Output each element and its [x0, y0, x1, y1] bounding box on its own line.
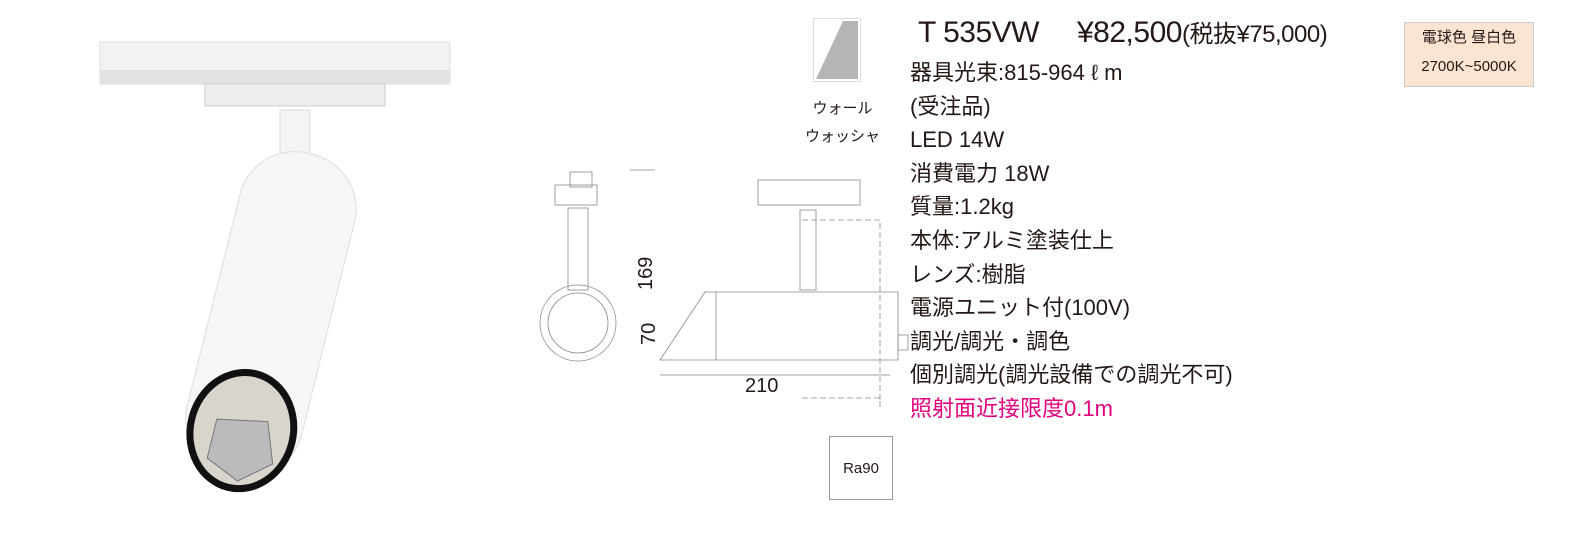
spec-item: 本体:アルミ塗装仕上 — [910, 227, 1114, 253]
spec-item: LED 14W — [910, 127, 1005, 153]
color-temperature-badge: 電球色 昼白色 2700K~5000K — [1404, 22, 1534, 87]
spec-item: (受注品) — [910, 93, 991, 119]
spec-item: 電源ユニット付(100V) — [910, 295, 1131, 321]
product-photo — [99, 41, 451, 493]
badge-line2: 2700K~5000K — [1421, 58, 1517, 75]
spec-item: 消費電力 18W — [910, 160, 1050, 186]
spec-item: レンズ:樹脂 — [910, 261, 1026, 287]
proximity-warning: 照射面近接限度0.1m — [910, 395, 1113, 421]
model-number: T 535VW — [918, 16, 1040, 49]
wall-washer-icon — [813, 18, 861, 82]
distribution-label: ウォール ウォッシャ — [805, 95, 880, 151]
distribution-label-line1: ウォール — [812, 100, 873, 117]
ra-badge: Ra90 — [829, 436, 893, 500]
spec-item: 調光/調光・調色 — [910, 328, 1071, 354]
dim-70: 70 — [638, 323, 660, 345]
distribution-label-line2: ウォッシャ — [805, 128, 881, 145]
product-title: T 535VW ¥82,500(税抜¥75,000) — [918, 14, 1328, 50]
spec-list: 器具光束:815-964 ℓ m (受注品) LED 14W 消費電力 18W … — [910, 56, 1233, 426]
dimension-drawing: 169 70 210 — [539, 169, 909, 410]
dim-210: 210 — [745, 375, 778, 397]
spec-item: 質量:1.2kg — [910, 194, 1014, 220]
badge-line1: 電球色 昼白色 — [1421, 29, 1517, 46]
dim-169: 169 — [635, 257, 657, 290]
price-ex-tax: (税抜¥75,000) — [1181, 21, 1328, 48]
price: ¥82,500 — [1077, 16, 1182, 49]
spec-item: 個別調光(調光設備での調光不可) — [910, 362, 1233, 388]
spec-item: 器具光束:815-964 ℓ m — [910, 60, 1123, 85]
